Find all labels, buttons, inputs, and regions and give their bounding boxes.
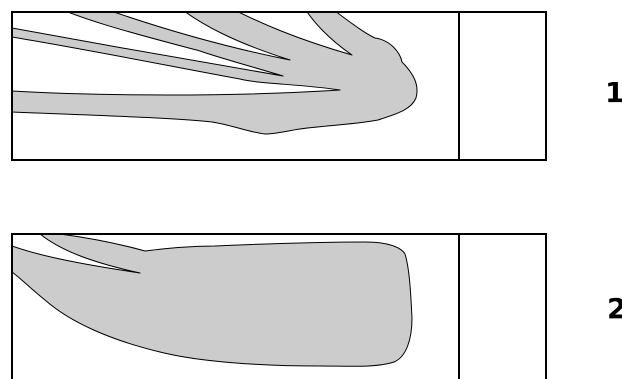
panel-2-label: 2 <box>607 292 622 325</box>
panel-2-flow-area <box>12 234 412 366</box>
panel-2-flow-shape <box>12 234 412 366</box>
panel-1: 1 <box>12 0 622 160</box>
panel-1-flow-shape <box>12 0 417 134</box>
panel-2: 2 <box>12 234 622 379</box>
panel-1-flow-area <box>12 0 417 134</box>
panel-1-label: 1 <box>605 76 622 109</box>
